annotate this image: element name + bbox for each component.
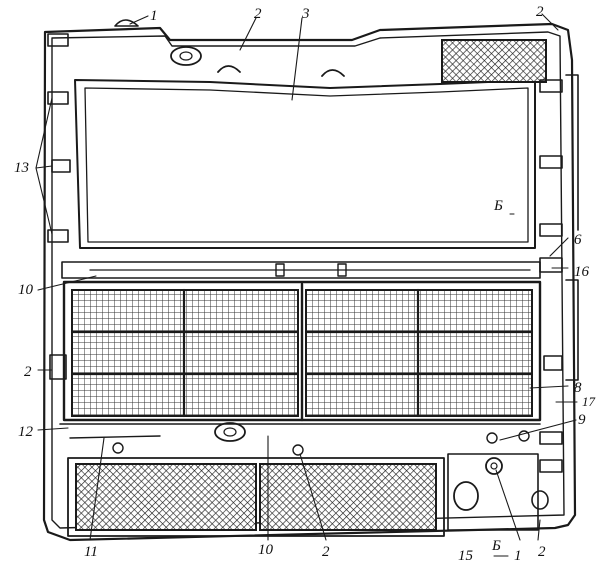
callout-11: 11 (84, 544, 98, 560)
left-hinges (47, 33, 71, 380)
callout-12: 12 (18, 424, 34, 440)
callout-labels: 1 2 3 2 13 Б 6 16 10 2 8 17 12 9 11 10 2… (14, 4, 596, 564)
radiator-grille (62, 280, 542, 422)
lower-left-mesh-panel (75, 463, 257, 531)
callout-9: 9 (578, 412, 586, 428)
callout-section-b-upper: Б (493, 198, 503, 214)
callout-2-top-right: 2 (536, 4, 544, 20)
upper-rod (61, 261, 541, 279)
lower-panel-frame (67, 457, 445, 537)
callout-2-lower-right: 2 (538, 544, 546, 560)
top-right-mesh-panel (441, 39, 547, 83)
leader-lines (35, 13, 578, 557)
callout-2-top-center: 2 (254, 6, 262, 22)
top-mounting-features (114, 19, 345, 77)
right-hinges (539, 74, 579, 473)
callout-10-lower: 10 (258, 542, 274, 558)
upper-opening (74, 79, 536, 249)
callout-1-lower: 1 (514, 548, 522, 564)
callout-17: 17 (582, 394, 596, 409)
callout-13: 13 (14, 160, 29, 176)
callout-2-lower-center: 2 (322, 544, 330, 560)
lower-right-fittings (447, 453, 549, 531)
callout-3: 3 (301, 6, 310, 22)
lower-center-mesh-panel (259, 463, 437, 531)
outer-frame (42, 22, 577, 542)
lower-crossbar (59, 422, 541, 456)
callout-15: 15 (458, 548, 474, 564)
callout-2-left: 2 (24, 364, 32, 380)
callout-8: 8 (574, 380, 582, 396)
callout-1-top: 1 (150, 8, 158, 24)
callout-16: 16 (574, 264, 590, 280)
callout-section-b-lower: Б (491, 538, 501, 554)
callout-10-upper: 10 (18, 282, 34, 298)
callout-6: 6 (574, 232, 582, 248)
